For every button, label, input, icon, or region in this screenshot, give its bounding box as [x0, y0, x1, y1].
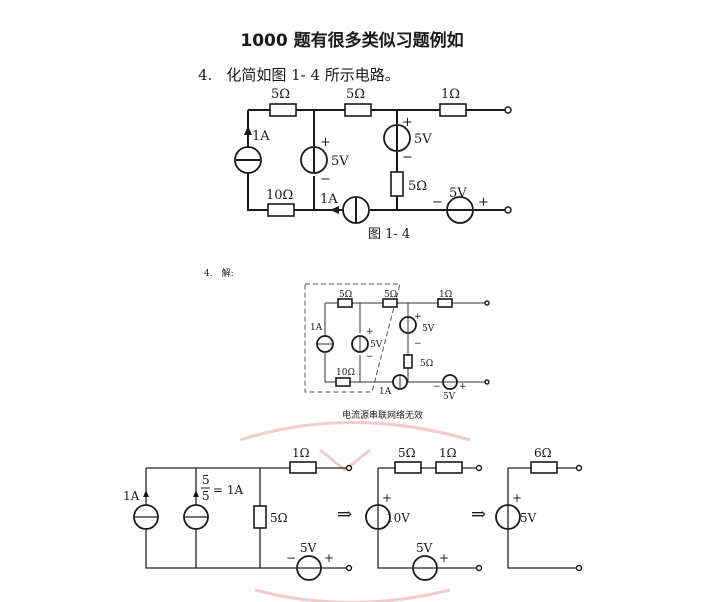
label: 5Ω [339, 290, 352, 300]
terminal [345, 564, 353, 572]
resistor-5ohm-vertical [390, 171, 404, 197]
voltage-source-5v-bottom [446, 196, 474, 224]
label-voltage-right: 5V [414, 132, 432, 147]
label: 1Ω [292, 446, 310, 460]
problem-statement: 4. 化简如图 1- 4 所示电路。 [198, 64, 400, 85]
label: 5 [202, 489, 210, 503]
sign-minus: − [366, 352, 374, 362]
sign-minus: − [402, 150, 413, 165]
sign-minus: − [320, 172, 331, 187]
sign-plus: + [402, 115, 413, 130]
label-r-vertical: 5Ω [408, 179, 427, 194]
terminal [345, 464, 353, 472]
figure-caption: 图 1- 4 [368, 227, 410, 242]
current-source-1a-left [234, 126, 262, 174]
voltage-source-5v-middle [300, 146, 328, 174]
arrow-icon: ⇒ [471, 504, 486, 525]
sign-minus: − [286, 551, 296, 565]
label: 1Ω [439, 290, 452, 300]
sign-minus: − [433, 382, 441, 392]
current-source-1a-bottom [330, 196, 370, 224]
problem-text: 化简如图 1- 4 所示电路。 [226, 66, 400, 84]
label: 5 [202, 473, 210, 487]
label-r-left-top: 5Ω [271, 87, 290, 102]
sign-plus: + [382, 491, 392, 505]
sign-plus: + [439, 551, 449, 565]
label: 5V [443, 392, 456, 402]
resistor [530, 461, 558, 474]
sign-plus: + [478, 195, 489, 210]
label: 1Ω [439, 446, 457, 460]
terminal-bottom [504, 206, 512, 214]
resistor [403, 354, 413, 369]
label-r-bottom: 10Ω [266, 188, 293, 203]
terminal-top [504, 106, 512, 114]
terminal [575, 564, 583, 572]
label-r-right-top: 1Ω [441, 87, 460, 102]
resistor-10ohm [267, 203, 295, 217]
page-title: 1000 题有很多类似习题例如 [240, 31, 464, 51]
resistor [337, 298, 353, 308]
resistor [382, 298, 398, 308]
label: 5Ω [420, 359, 433, 369]
resistor [253, 505, 267, 529]
label-current-bottom: 1A [320, 192, 338, 207]
label: 5V [422, 324, 435, 334]
solution-label: 4. 解: [204, 267, 234, 279]
label: 10V [386, 511, 410, 525]
figure-solution-step2: 1A 5 5 = 1A 1Ω 5Ω 5V − + [123, 446, 353, 581]
label: 5V [370, 340, 383, 350]
terminal [575, 464, 583, 472]
terminal [475, 464, 483, 472]
label: 5Ω [384, 290, 397, 300]
figure-caption: 电流源串联网络无效 [342, 409, 423, 421]
terminal [484, 379, 490, 385]
terminal [475, 564, 483, 572]
label: 5V [416, 541, 433, 555]
sign-minus: − [432, 195, 443, 210]
sign-plus: + [414, 312, 422, 322]
label: 5V [300, 541, 317, 555]
resistor-5ohm-left [269, 103, 297, 117]
voltage-source-5v-right [383, 124, 411, 152]
label-voltage-mid: 5V [331, 154, 349, 169]
label: = 1A [213, 483, 244, 497]
label: 1A [310, 323, 323, 333]
label-r-mid-top: 5Ω [346, 87, 365, 102]
label-current-left: 1A [252, 129, 270, 144]
resistor [335, 377, 351, 387]
figure-1-4: 5Ω 5Ω 1Ω 1A + 5V − + 5V − 5Ω 10Ω 1A 5V −… [234, 87, 512, 242]
resistor [289, 461, 317, 474]
figure-solution-step4: 6Ω + 5V [495, 446, 583, 572]
watermark-stamp [239, 421, 471, 602]
sign-minus: − [414, 339, 422, 349]
label: 10Ω [336, 368, 355, 378]
resistor-1ohm-right [439, 103, 467, 117]
sign-plus: + [512, 491, 522, 505]
label: 6Ω [534, 446, 552, 460]
label: 5V [520, 511, 537, 525]
resistor [394, 461, 422, 474]
sign-plus: + [459, 382, 467, 392]
figure-solution-step1: 5Ω 5Ω 1Ω 1A 5V + − 5V + − 5Ω 10Ω 1A 5V −… [304, 283, 490, 421]
figure-solution-step3: 5Ω 1Ω + 10V 5V + [365, 446, 483, 581]
label-voltage-bottom: 5V [449, 186, 467, 201]
label: 5Ω [398, 446, 416, 460]
sign-plus: + [366, 327, 374, 337]
label: 1A [379, 387, 392, 397]
resistor [437, 298, 453, 308]
resistor-5ohm-middle [344, 103, 372, 117]
sign-plus: + [320, 135, 331, 150]
resistor [435, 461, 463, 474]
problem-number: 4. [198, 66, 213, 84]
terminal [484, 300, 490, 306]
sign-plus: + [324, 551, 334, 565]
label: 5Ω [270, 511, 288, 525]
label: 1A [123, 489, 140, 503]
arrow-icon: ⇒ [337, 504, 352, 525]
